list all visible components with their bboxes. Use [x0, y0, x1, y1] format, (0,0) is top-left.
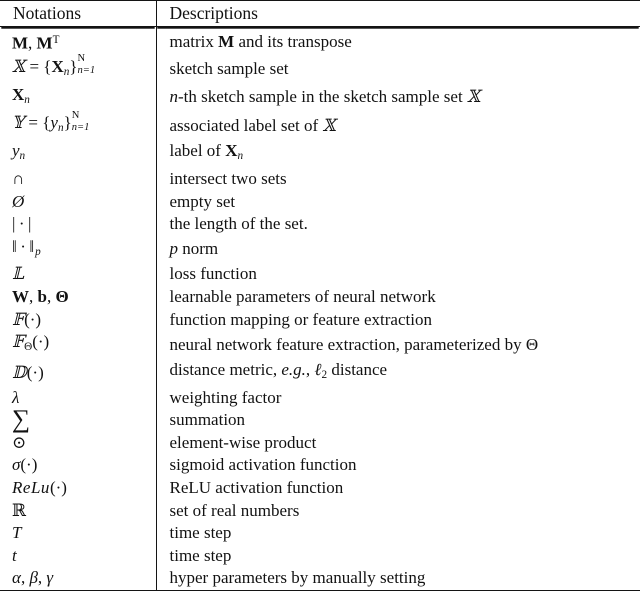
notation-cell: ∩ [0, 167, 157, 191]
notation-cell: 𝔽(·) [0, 308, 157, 332]
table-row: | · | the length of the set. [0, 213, 640, 236]
description-cell: the length of the set. [169, 214, 308, 234]
table-row: ∑ summation [0, 406, 640, 432]
notation-cell: ℝ [0, 499, 157, 523]
table-row: ReLu(·) ReLU activation function [0, 477, 640, 500]
description-cell: weighting factor [169, 387, 282, 407]
table-row: λ weighting factor [0, 386, 640, 410]
table-row: M, MT matrix M and its transpose [0, 26, 640, 55]
description-cell: time step [169, 523, 232, 543]
table-row: 𝕃 loss function [0, 263, 640, 287]
notation-cell: ⊙ [0, 431, 157, 455]
notation-cell: M, MT [0, 26, 157, 55]
description-cell: label of Xn [169, 141, 244, 163]
notation-cell: λ [0, 386, 157, 410]
description-cell: neural network feature extraction, param… [169, 334, 539, 354]
description-cell: time step [169, 545, 232, 565]
description-cell: sketch sample set [169, 59, 289, 79]
notation-cell: Xn [0, 83, 157, 112]
table-row: σ(·) sigmoid activation function [0, 454, 640, 478]
description-cell: matrix M and its transpose [169, 31, 352, 51]
table-header: Notations Descriptions [0, 0, 640, 27]
table-body: M, MT matrix M and its transpose 𝕏 = {Xn… [0, 26, 640, 591]
description-cell: distance metric, e.g., ℓ2 distance [169, 359, 388, 382]
description-cell: element-wise product [169, 432, 317, 452]
table-row: ℝ set of real numbers [0, 499, 640, 523]
description-cell: learnable parameters of neural network [169, 287, 436, 307]
notation-cell: ‖ · ‖p [0, 235, 157, 264]
description-cell: associated label set of 𝕏 [169, 115, 336, 136]
notation-cell: | · | [0, 213, 157, 236]
notation-cell: α, β, γ [0, 567, 157, 591]
notation-cell: 𝔻(·) [0, 358, 157, 387]
description-cell: set of real numbers [169, 500, 300, 520]
table-row: 𝔽Θ(·) neural network feature extraction,… [0, 331, 640, 359]
notation-cell: 𝕃 [0, 263, 157, 287]
description-cell: loss function [169, 264, 257, 284]
notation-cell: T [0, 522, 157, 545]
notation-cell: W, b, Θ [0, 286, 157, 309]
description-cell: n-th sketch sample in the sketch sample … [169, 87, 481, 108]
notation-cell: 𝔽Θ(·) [0, 331, 157, 359]
description-cell: ReLU activation function [169, 478, 344, 498]
column-header-descriptions: Descriptions [156, 0, 640, 27]
table-row: 𝔻(·) distance metric, e.g., ℓ2 distance [0, 358, 640, 387]
table-row: 𝔽(·) function mapping or feature extract… [0, 308, 640, 332]
table-row: ⊙ element-wise product [0, 431, 640, 455]
table-row: Ø empty set [0, 190, 640, 214]
table-header-row: Notations Descriptions [0, 0, 640, 27]
description-cell: empty set [169, 191, 236, 211]
notation-cell: Ø [0, 190, 157, 214]
notation-cell: σ(·) [0, 454, 157, 478]
description-cell: function mapping or feature extraction [169, 309, 432, 329]
table-row: t time step [0, 544, 640, 568]
description-cell: sigmoid activation function [169, 455, 357, 475]
table-row: W, b, Θ learnable parameters of neural n… [0, 286, 640, 309]
notation-cell: t [0, 544, 157, 568]
description-cell: summation [169, 410, 246, 430]
description-cell: hyper parameters by manually setting [156, 567, 640, 591]
table-row: T time step [0, 522, 640, 545]
description-cell: intersect two sets [169, 168, 287, 188]
table-row: α, β, γ hyper parameters by manually set… [0, 567, 640, 591]
table-row: yn label of Xn [0, 140, 640, 168]
description-cell: p norm [169, 239, 219, 259]
notation-cell: yn [0, 140, 157, 168]
column-header-notations: Notations [0, 0, 157, 27]
table-row: Xn n-th sketch sample in the sketch samp… [0, 83, 640, 112]
table-row: ∩ intersect two sets [0, 167, 640, 191]
notation-cell: ReLu(·) [0, 477, 157, 500]
notation-cell: ∑ [0, 406, 157, 432]
table-row: ‖ · ‖p p norm [0, 235, 640, 264]
